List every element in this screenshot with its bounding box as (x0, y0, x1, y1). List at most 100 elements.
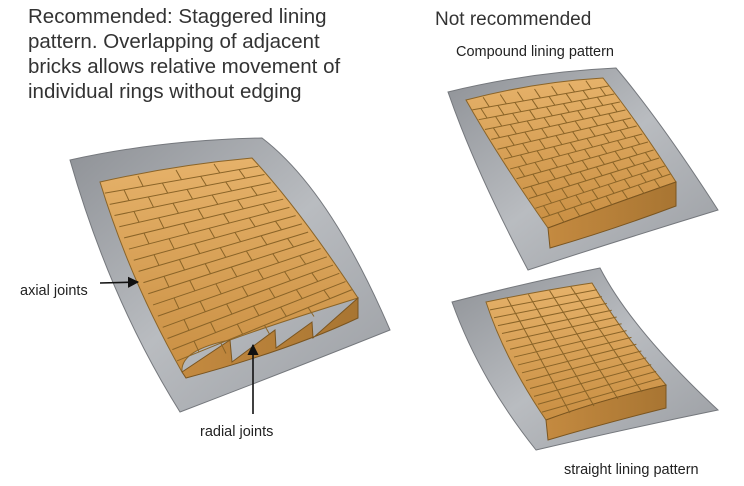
brick-joint-line (163, 276, 170, 288)
brick-joint-line (598, 328, 605, 337)
brick-joint-line (608, 113, 615, 123)
brick-joint-line (599, 87, 607, 96)
brick-joint-line (603, 133, 610, 144)
brick-joint-line (295, 289, 303, 299)
brick-joint-line (619, 129, 627, 139)
brick-joint-line (213, 163, 221, 174)
brick-joint-line (585, 80, 592, 90)
brick-joint-line (569, 142, 577, 152)
brick-joint-line (541, 128, 549, 138)
brick-joint-line (133, 211, 140, 223)
brick-joint-line (603, 335, 610, 344)
brick-joint-line (237, 199, 244, 210)
brick-joint-line (225, 181, 233, 192)
brick-joint-line (576, 333, 582, 342)
brick-joint-line (521, 343, 637, 374)
brick-joint-line (515, 313, 521, 322)
brick-joint-line (637, 184, 645, 194)
brick-joint-line (653, 179, 661, 189)
brick-joint-line (510, 305, 517, 314)
brick-joint-line (516, 91, 524, 102)
brick-joint-line (536, 351, 542, 360)
brick-joint-line (591, 117, 599, 127)
brick-joint-line (589, 314, 595, 323)
brick-joint-line (197, 208, 205, 219)
brick-joint-line (264, 325, 271, 336)
brick-joint-line (608, 384, 614, 393)
brick-joint-line (546, 181, 554, 192)
brick-joint-line (551, 85, 558, 96)
brick-joint-line (147, 196, 154, 208)
brick-joint-line (559, 200, 567, 211)
brick-joint-line (613, 391, 619, 400)
brick-joint-line (633, 135, 641, 145)
brick-joint-line (571, 368, 577, 377)
brick-joint-line (561, 397, 567, 406)
brick-joint-line (594, 321, 600, 330)
brick-joint-line (497, 302, 607, 327)
brick-joint-line (613, 349, 619, 358)
brick-joint-line (520, 154, 528, 165)
brick-joint-line (558, 346, 564, 355)
brick-joint-line (568, 83, 575, 93)
brick-joint-line (193, 340, 200, 353)
brick-joint-line (529, 109, 536, 120)
brick-joint-line (622, 119, 629, 129)
brick-joints (104, 163, 352, 362)
brick-joint-line (532, 173, 540, 185)
brick-joint-line (175, 169, 182, 180)
brick-joint-line (585, 348, 592, 356)
staggered-pattern-figure (69, 137, 391, 414)
brick-joint-line (571, 326, 578, 335)
brick-joint-line (517, 166, 526, 177)
brick-joint-line (186, 189, 194, 200)
brick-joint-line (540, 359, 546, 368)
brick-joint-line (575, 293, 581, 302)
axial-joints-label: axial joints (20, 283, 88, 299)
brick-joint-line (161, 182, 169, 194)
brick-joint-line (537, 370, 657, 405)
brick-joint-line (612, 161, 619, 171)
brick-joint-line (260, 235, 268, 246)
brick-joint-line (527, 294, 534, 303)
brick-joint-line (492, 127, 501, 138)
brick-joint-line (223, 213, 230, 224)
brick-joint-line (183, 319, 190, 331)
brick-joint-line (617, 356, 624, 365)
brick-joint-line (581, 160, 589, 170)
brick-joint-line (584, 390, 591, 399)
brick-joint-line (323, 289, 331, 299)
brick-joint-line (530, 185, 538, 197)
brick-joint-line (565, 164, 573, 175)
brick-joint-line (590, 355, 596, 364)
radial-joints-label: radial joints (200, 424, 274, 440)
brick-joint-line (636, 384, 643, 393)
brick-joint-line (573, 206, 581, 217)
compound-pattern-label: Compound lining pattern (456, 44, 614, 60)
brick-front-face (547, 181, 677, 249)
brick-joint-line (581, 340, 587, 349)
brick-joint-line (241, 286, 249, 297)
brick-joint-line (567, 361, 573, 370)
brick-joint-line (580, 383, 586, 392)
brick-joint-line (543, 117, 551, 127)
brick-joint-line (589, 398, 595, 407)
brick-joint-line (644, 152, 652, 161)
brick-joint-line (586, 138, 594, 148)
brick-joint-line (495, 116, 503, 127)
brick-joint-line (529, 357, 647, 390)
brick-joint-line (563, 176, 571, 187)
brick-joint-line (557, 389, 563, 398)
brick-joint-line (183, 223, 190, 234)
brick-joint-line (608, 342, 614, 351)
brick-joint-line (512, 112, 520, 123)
brick-joint-line (168, 238, 175, 250)
brick-joint-line (555, 135, 563, 145)
brick-joint-line (284, 271, 291, 281)
brick-joint-line (627, 370, 633, 379)
brick-joint-line (544, 193, 552, 204)
recommended-caption: Recommended: Staggered lining pattern. O… (28, 5, 341, 103)
brick-joint-line (582, 90, 590, 100)
brick-joint-line (589, 201, 597, 212)
